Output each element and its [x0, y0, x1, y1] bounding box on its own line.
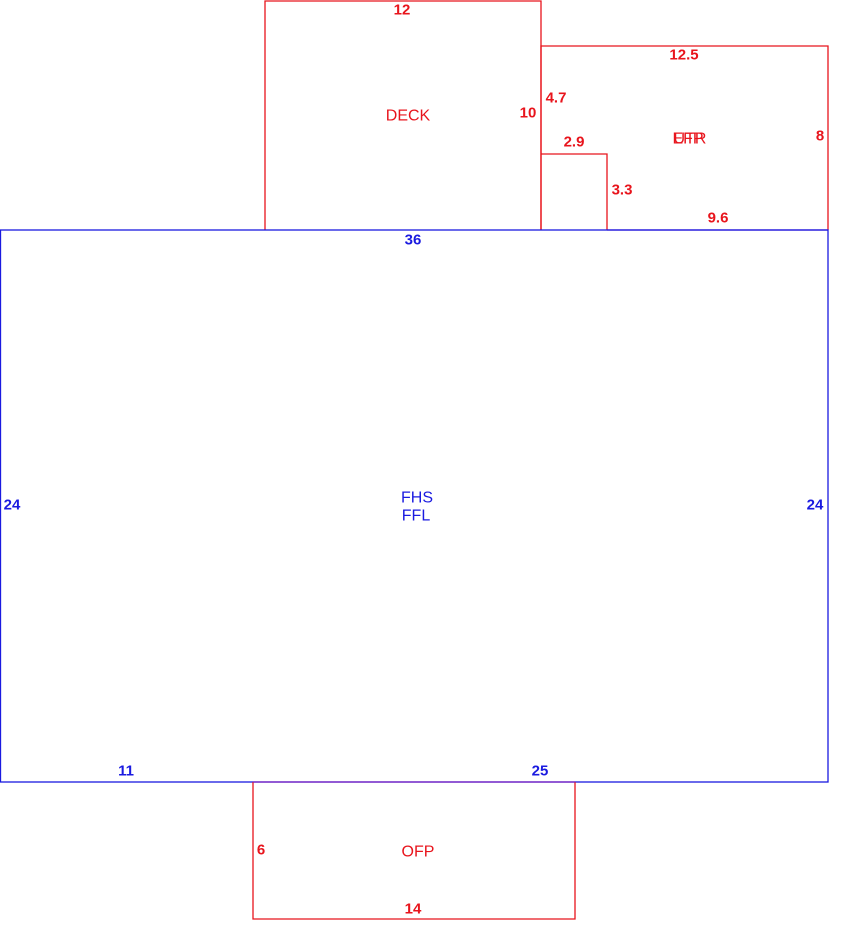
main-top-dimension: 36	[405, 232, 422, 249]
upper-right-label-b: UTR	[674, 131, 707, 148]
porch-left-dimension: 6	[257, 842, 265, 859]
porch-bottom-dimension: 14	[405, 901, 422, 918]
upper-top-dimension: 12.5	[669, 47, 698, 64]
main-bottom-left-dimension: 11	[118, 763, 134, 780]
deck-top-dimension: 12	[394, 2, 411, 19]
main-area: FHS FFL 36 24 24 11 25	[0, 229, 829, 783]
upper-right-notch	[541, 153, 608, 230]
upper-right-area: EFP UTR 12.5 4.7 2.9 3.3 8 9.6	[540, 45, 829, 231]
porch-outline	[252, 782, 576, 920]
main-label-2: FFL	[402, 508, 431, 525]
upper-notch-side-dimension: 4.7	[546, 90, 567, 107]
upper-right-outline	[540, 45, 829, 230]
main-label-1: FHS	[401, 490, 433, 507]
upper-notch-top-dimension: 2.9	[564, 134, 585, 151]
main-bottom-right-dimension: 25	[532, 763, 549, 780]
upper-right-side-dimension: 8	[816, 128, 824, 145]
upper-bottom-dimension: 9.6	[708, 210, 729, 227]
deck-area: DECK 12 10	[264, 0, 542, 230]
upper-right-label-a: EFP	[672, 131, 703, 148]
upper-notch-right-dimension: 3.3	[612, 182, 633, 199]
main-right-dimension: 24	[807, 497, 824, 514]
deck-label: DECK	[386, 108, 431, 125]
deck-right-dimension: 10	[520, 105, 537, 122]
porch-area: OFP 6 14	[252, 781, 576, 920]
main-left-dimension: 24	[4, 497, 21, 514]
porch-label: OFP	[402, 844, 435, 861]
